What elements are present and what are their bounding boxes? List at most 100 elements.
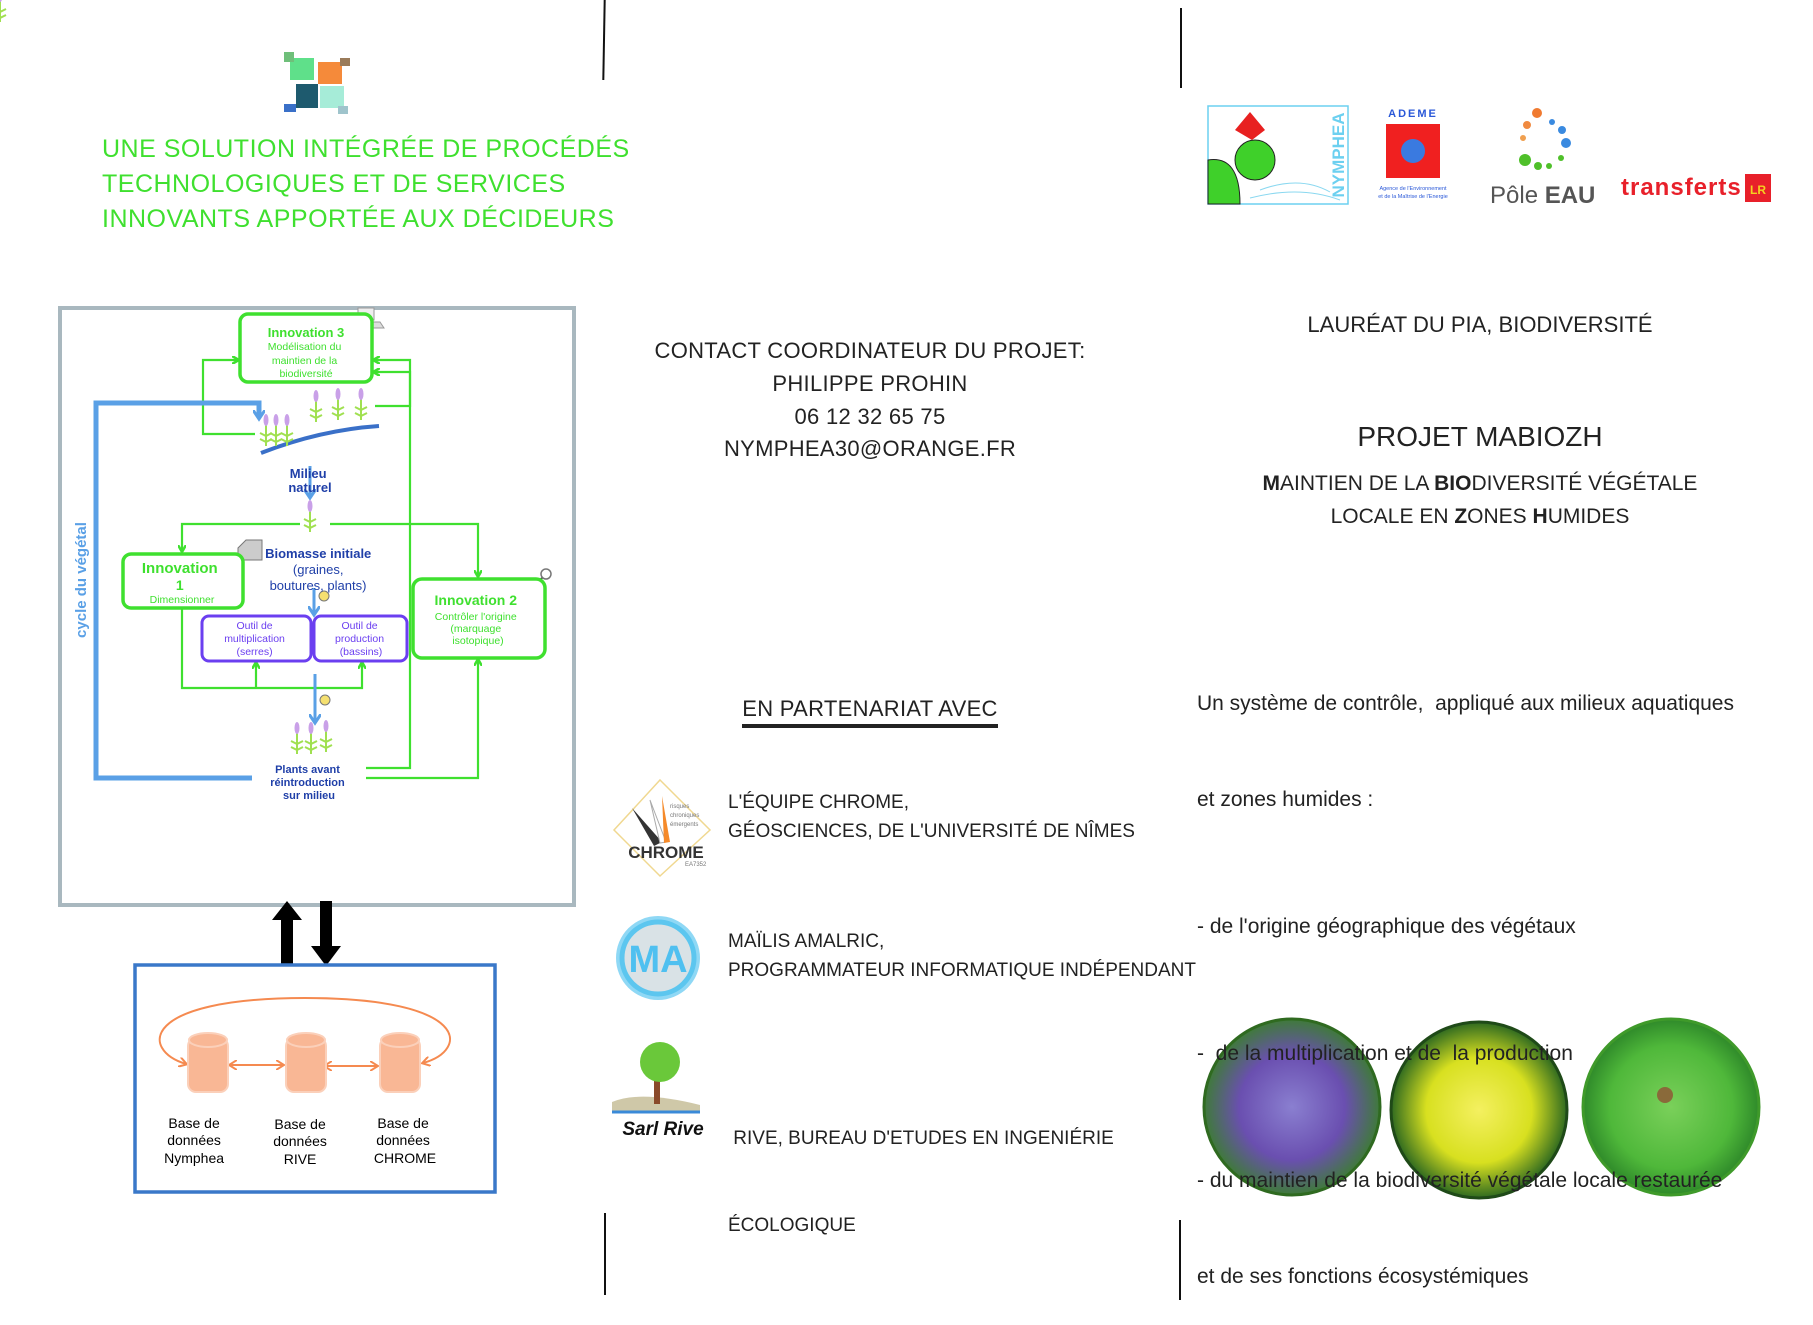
innovation-3-title: Innovation 3 [268,325,345,340]
initial: Z [1454,505,1468,528]
partner-line: L'ÉQUIPE CHROME, [728,792,909,813]
ma-logo: MA [616,916,700,1000]
initial: M [1262,472,1281,495]
biomasse-label: (graines, [293,562,344,577]
project-name: PROJET MABIOZH [1357,421,1603,452]
milieu-label: Milieu [290,466,327,481]
contact-heading: CONTACT COORDINATEUR DU PROJET: [654,338,1086,363]
nymphea-logo: NYMPHEA [1207,105,1349,205]
upload-arrow-icon [272,901,302,964]
initial: BIO [1434,472,1472,495]
innovation-3-text: biodiversité [279,368,332,380]
intro-title: UNE SOLUTION INTÉGRÉE DE PROCÉDÉS TECHNO… [102,132,630,237]
innovation-1-number: 1 [176,577,184,593]
cycle-arrow [93,400,259,781]
text: UMIDES [1547,505,1630,528]
description-line: - du maintien de la biodiversité végétal… [1197,1169,1723,1192]
connector [366,660,478,780]
biomasse-label: boutures, plants) [270,578,367,593]
db-label: CHROME [374,1150,436,1166]
partners-heading-text: EN PARTENARIAT AVEC [742,696,998,728]
connector [182,522,300,551]
partner-chrome: L'ÉQUIPE CHROME, GÉOSCIENCES, DE L'UNIVE… [728,788,1135,846]
fold-mark [1180,8,1182,88]
database-icon [285,1032,327,1093]
fold-mark [1179,1220,1181,1300]
db-label: RIVE [284,1151,317,1167]
contact-name: PHILIPPE PROHIN [772,371,968,396]
project-subtitle-line: LOCALE EN ZONES HUMIDES [1200,500,1760,533]
svg-text:Innovation 2 Contrôler l'o: Innovation 2 Contrôler l'origine (marqua… [435,592,522,647]
contact-phone: 06 12 32 65 75 [794,404,946,429]
outil-2-text: Outil de [341,620,377,632]
download-arrow-icon [311,901,341,966]
db-label: Nymphea [164,1150,224,1166]
outil-multiplication-box [200,614,313,663]
partner-line: PROGRAMMATEUR INFORMATIQUE INDÉPENDANT [728,960,1196,981]
description-line: Un système de contrôle, appliqué aux mil… [1197,692,1734,715]
biomasse-label: Biomasse initiale [265,546,371,561]
svg-text:Plants avant réintroductio: Plants avant réintroduction sur milieu [270,764,348,802]
partners-heading: EN PARTENARIAT AVEC [640,696,1100,728]
lightbulb-icon [318,590,330,602]
pole-eau-text: Pôle [1490,182,1545,209]
intro-title-line: TECHNOLOGIQUES ET DE SERVICES [102,170,566,198]
outil-2-text: production [335,633,384,645]
svg-text:Outil de multiplication: Outil de multiplication (serres) Outil d… [224,620,387,658]
outil-1-text: Outil de [236,620,272,632]
innovation-2-title: Innovation 2 [435,592,518,608]
pole-eau-text-bold: EAU [1545,182,1596,209]
connector [374,360,412,408]
innovation-1-box [121,552,245,610]
partner-line: GÉOSCIENCES, DE L'UNIVERSITÉ DE NÎMES [728,821,1135,842]
chrome-logo-sub: chroniques [670,813,699,819]
db-link [158,996,452,1064]
laureat-text: LAURÉAT DU PIA, BIODIVERSITÉ [1307,312,1653,337]
outil-2-text: (bassins) [340,646,383,658]
initial: H [1532,505,1548,528]
ademe-logo: ADEME Agence de l'Environnement et de la… [1378,108,1448,200]
svg-text:Innovation 1 Dimension: Innovation 1 Dimensionner [142,560,222,606]
project-subtitle: MAINTIEN DE LA BIODIVERSITÉ VÉGÉTALE LOC… [1200,467,1760,533]
partner-line: ÉCOLOGIQUE [728,1215,856,1236]
connector [180,607,362,690]
description-line: et zones humides : [1197,788,1374,811]
partner-line: RIVE, BUREAU D'ETUDES EN INGENIÉRIE [728,1128,1114,1149]
chrome-logo-code: EA7352 [685,862,707,868]
transferts-logo: transferts LR [1621,174,1771,202]
fold-mark [604,1213,606,1295]
connector [366,372,412,770]
description-line: et de ses fonctions écosystémiques [1197,1265,1529,1288]
innovation-2-box [411,577,547,660]
chrome-logo-sub: émergents [670,822,698,828]
sarl-rive-logo-text: Sarl Rive [622,1119,704,1140]
chrome-logo-sub: risques [670,804,689,810]
text: DIVERSITÉ VÉGÉTALE [1471,472,1698,495]
outil-production-box [312,614,409,663]
photo-yellow-iris [1389,1020,1569,1200]
contact-email[interactable]: NYMPHEA30@ORANGE.FR [723,436,1017,461]
cycle-label: cycle du végétal [73,522,90,638]
svg-text:Modélisation du maintien d: Modélisation du maintien de la biodivers… [268,341,344,380]
plants-label: sur milieu [283,790,335,802]
svg-text:Innovation 3: Innovation 3 [268,325,345,340]
text: LOCALE EN [1330,505,1455,528]
outil-1-text: multiplication [224,633,285,645]
svg-text:Pôle EAU: Pôle EAU [1490,182,1595,209]
greenhouse-icon [237,539,263,561]
pole-eau-logo: Pôle EAU [1490,108,1595,209]
photo-purple-flowers [1202,1017,1382,1197]
partner-mailis: MAÏLIS AMALRIC, PROGRAMMATEUR INFORMATIQ… [728,927,1196,985]
milieu-label: naturel [288,480,331,495]
diagram-frame [58,306,576,907]
transferts-logo-text: transferts [1621,174,1742,201]
innovation-2-text: Contrôler l'origine [435,611,517,623]
intro-title-line: INNOVANTS APPORTÉE AUX DÉCIDEURS [102,205,615,233]
text: ONES [1467,505,1533,528]
db-label: données [273,1133,327,1149]
connector [201,360,255,436]
sarl-rive-logo: Sarl Rive [612,1042,704,1140]
photo-detail [1657,1087,1673,1103]
innovation-3-text: Modélisation du [268,341,342,353]
